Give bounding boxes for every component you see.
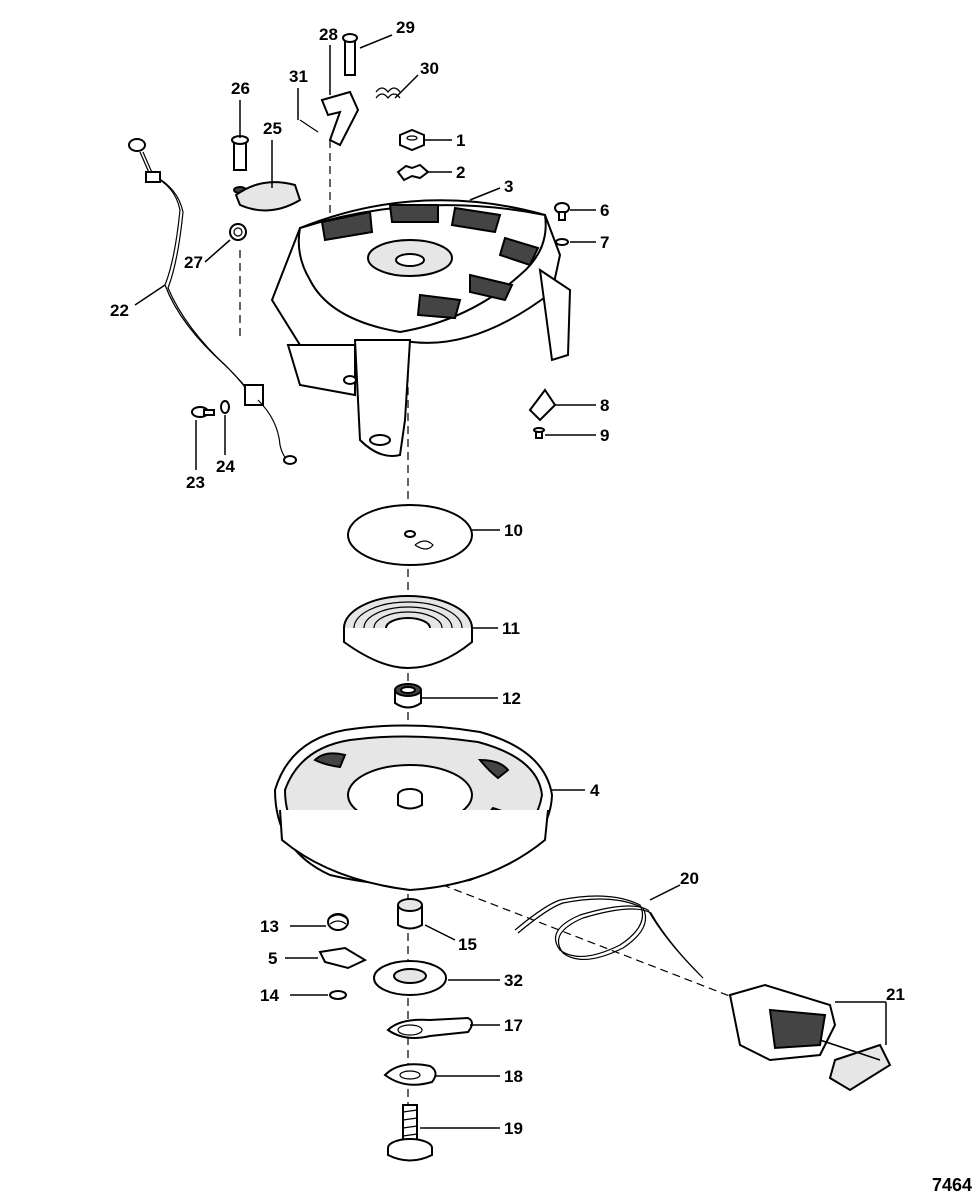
figure-number: 7464 bbox=[931, 1175, 972, 1195]
housing-screw bbox=[554, 202, 570, 221]
callout-1: 1 bbox=[456, 131, 465, 150]
starter-rope bbox=[514, 895, 704, 979]
pawl bbox=[318, 946, 368, 970]
rope-pulley bbox=[273, 724, 554, 892]
friction-plate bbox=[386, 1016, 473, 1039]
star-lockwasher bbox=[396, 163, 430, 182]
callout-26: 26 bbox=[231, 79, 250, 98]
wave-washer bbox=[383, 1063, 437, 1086]
spring-retainer-plate bbox=[347, 504, 473, 566]
callout-22: 22 bbox=[110, 301, 129, 320]
housing-washer bbox=[555, 238, 569, 246]
callout-19: 19 bbox=[504, 1119, 523, 1138]
callout-5: 5 bbox=[268, 949, 277, 968]
callout-21: 21 bbox=[886, 985, 905, 1004]
callout-20: 20 bbox=[680, 869, 699, 888]
pulley-sleeve bbox=[397, 898, 423, 930]
callout-31: 31 bbox=[289, 67, 308, 86]
nut bbox=[399, 128, 425, 152]
callout-23: 23 bbox=[186, 473, 205, 492]
thrust-washer bbox=[373, 960, 447, 996]
leader-lines bbox=[134, 34, 887, 1129]
callout-2: 2 bbox=[456, 163, 465, 182]
callout-32: 32 bbox=[504, 971, 523, 990]
mounting-bracket bbox=[528, 388, 557, 422]
callout-8: 8 bbox=[600, 396, 609, 415]
callout-18: 18 bbox=[504, 1067, 523, 1086]
callout-labels: 1 2 3 4 5 6 7 8 9 10 11 12 13 14 15 17 1… bbox=[110, 18, 905, 1138]
lock-screw bbox=[342, 33, 358, 76]
callout-27: 27 bbox=[184, 253, 203, 272]
callout-12: 12 bbox=[502, 689, 521, 708]
lock-lever bbox=[320, 90, 360, 147]
callout-28: 28 bbox=[319, 25, 338, 44]
pawl-spring bbox=[327, 913, 349, 931]
lockout-spring bbox=[229, 223, 247, 241]
lockout-screw bbox=[231, 135, 249, 194]
callout-10: 10 bbox=[504, 521, 523, 540]
lead-washer bbox=[220, 400, 230, 414]
lockout-bracket bbox=[234, 181, 302, 212]
rewind-spring bbox=[343, 595, 473, 670]
callout-25: 25 bbox=[263, 119, 282, 138]
pulley-screw bbox=[387, 1104, 433, 1162]
callout-4: 4 bbox=[590, 781, 600, 800]
callout-14: 14 bbox=[260, 986, 279, 1005]
starter-handle bbox=[728, 983, 892, 1092]
callout-7: 7 bbox=[600, 233, 609, 252]
bushing bbox=[394, 683, 422, 709]
axis-rope-guide bbox=[429, 879, 741, 1001]
lock-pin bbox=[299, 119, 319, 133]
callout-11: 11 bbox=[502, 619, 520, 638]
lock-spring bbox=[375, 87, 401, 99]
callout-3: 3 bbox=[504, 177, 513, 196]
callout-30: 30 bbox=[420, 59, 439, 78]
bracket-screw bbox=[533, 427, 545, 439]
callout-24: 24 bbox=[216, 457, 235, 476]
lead-screw bbox=[191, 406, 215, 418]
pawl-washer bbox=[329, 990, 347, 1000]
callout-29: 29 bbox=[396, 18, 415, 37]
callout-9: 9 bbox=[600, 426, 609, 445]
callout-17: 17 bbox=[504, 1016, 523, 1035]
callout-6: 6 bbox=[600, 201, 609, 220]
callout-15: 15 bbox=[458, 935, 477, 954]
callout-13: 13 bbox=[260, 917, 279, 936]
starter-housing bbox=[270, 199, 572, 457]
